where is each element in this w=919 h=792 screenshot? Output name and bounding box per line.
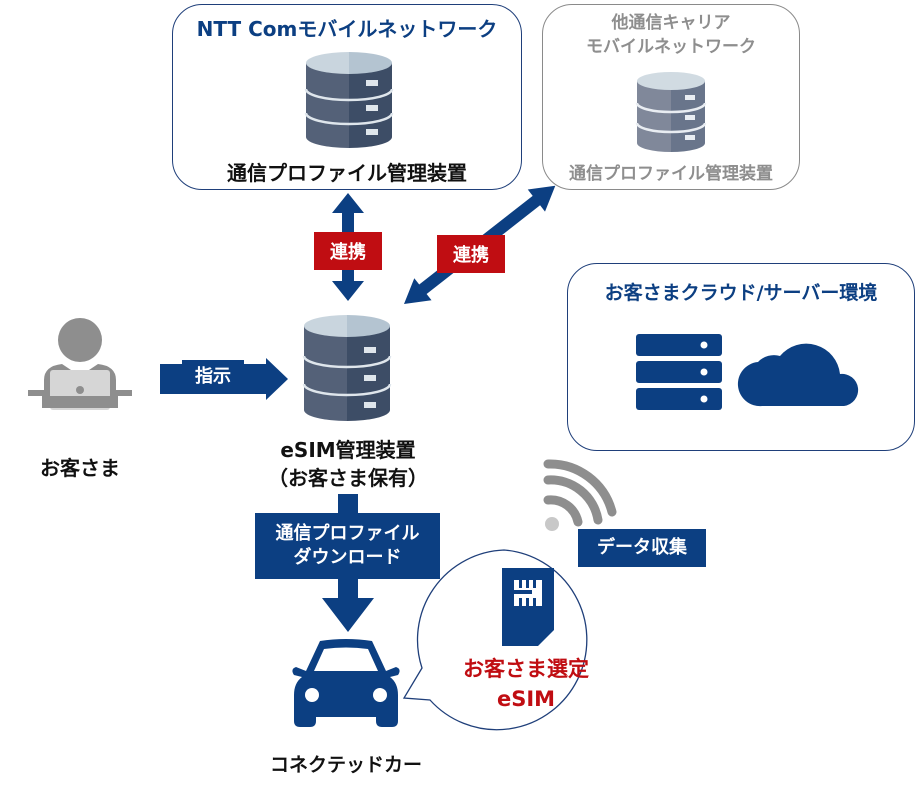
other-carrier-title: 他通信キャリア モバイルネットワーク [543, 11, 799, 59]
esim-bubble-line2: eSIM [496, 687, 556, 711]
server-icon [636, 334, 722, 410]
link-vertical-tag: 連携 [314, 232, 382, 270]
esim-bubble-text: お客さま選定 eSIM [440, 654, 612, 714]
other-device-label: 通信プロファイル管理装置 [569, 164, 773, 184]
esim-manager-database-icon [302, 315, 392, 421]
ntt-device-label: 通信プロファイル管理装置 [227, 161, 467, 185]
other-carrier-title-line1: 他通信キャリア [611, 13, 731, 33]
database-icon [635, 72, 707, 152]
esim-manager-label-line2: （お客さま保有） [268, 466, 428, 490]
esim-manager-label-line1: eSIM管理装置 [280, 438, 416, 462]
other-carrier-title-line2: モバイルネットワーク [586, 37, 756, 57]
other-carrier-box: 他通信キャリア モバイルネットワーク 通信プロファイル管理装置 [542, 4, 800, 190]
wifi-icon [543, 459, 617, 531]
sim-card-icon [502, 568, 554, 646]
cloud-icon [737, 343, 859, 407]
esim-bubble-line1: お客さま選定 [463, 657, 589, 681]
data-collect-tag: データ収集 [578, 529, 706, 567]
download-tag-line1: 通信プロファイル [275, 523, 420, 544]
instruct-tag: 指示 [182, 360, 244, 394]
link-diagonal-tag: 連携 [437, 235, 505, 273]
customer-label: お客さま [40, 456, 120, 480]
car-icon [292, 639, 400, 727]
ntt-network-title: NTT Comモバイルネットワーク [196, 17, 498, 41]
customer-icon [28, 318, 132, 410]
ntt-network-box: NTT Comモバイルネットワーク 通信プロファイル管理装置 [172, 4, 522, 190]
database-icon [304, 52, 394, 148]
esim-manager-label: eSIM管理装置 （お客さま保有） [230, 436, 466, 492]
download-tag: 通信プロファイル ダウンロード [255, 513, 440, 579]
customer-cloud-box: お客さまクラウド/サーバー環境 [567, 263, 915, 451]
download-tag-line2: ダウンロード [293, 547, 402, 568]
car-label: コネクテッドカー [269, 754, 422, 776]
customer-cloud-title: お客さまクラウド/サーバー環境 [604, 282, 878, 304]
